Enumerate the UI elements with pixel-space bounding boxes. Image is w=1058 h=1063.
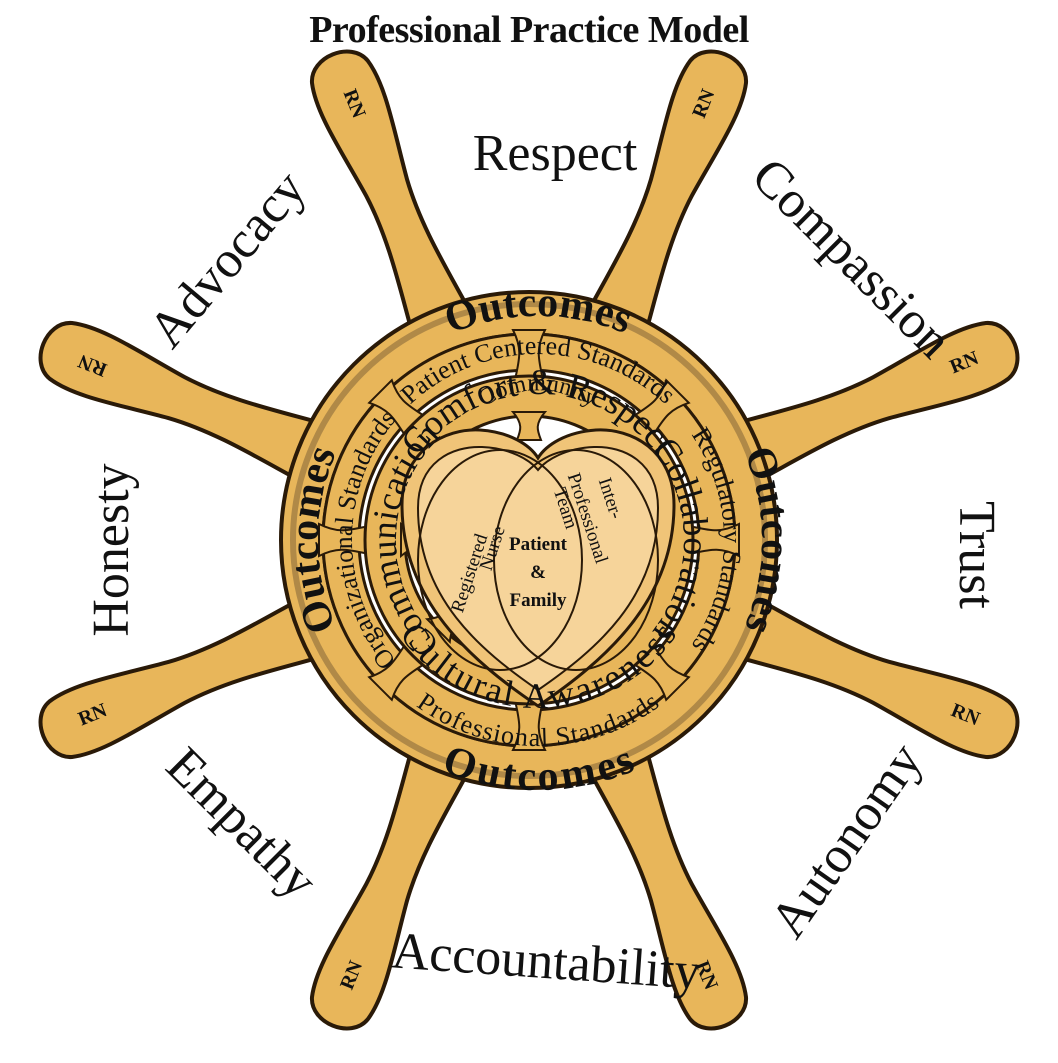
inner-spoke [367,641,428,702]
value-autonomy: Autonomy [759,733,933,948]
hub-spoke [510,411,548,441]
patient-label: Patient [509,534,568,555]
inner-spoke [630,641,691,702]
venn-left [417,449,583,671]
inner-spoke [511,699,547,751]
inner-spoke [367,378,428,439]
wheel-handle [38,580,359,759]
wheel-handle [38,321,359,500]
venn-right [493,449,659,671]
wheel-handle [569,710,748,1031]
wheel-spokes [38,49,1020,1031]
value-trust: Trust [948,501,1005,609]
inner-spoke [688,522,740,558]
wheel-handle [310,49,489,370]
page-title: Professional Practice Model [309,9,749,51]
value-empathy: Empathy [155,737,328,910]
inner-spoke [630,378,691,439]
inner-spoke [511,329,547,381]
value-accountability: Accountability [390,922,702,1000]
wheel-handle [569,49,748,370]
inner-spoke [318,522,370,558]
inner-spokes [318,329,740,751]
value-respect: Respect [473,125,638,182]
wheel-handle [699,321,1020,500]
value-honesty: Honesty [83,463,140,636]
value-compassion: Compassion [741,147,963,369]
wheel-handle [310,710,489,1031]
family-label: Family [510,590,567,611]
value-advocacy: Advocacy [138,160,317,358]
amp-label: & [530,562,546,583]
wheel-handle [699,580,1020,759]
